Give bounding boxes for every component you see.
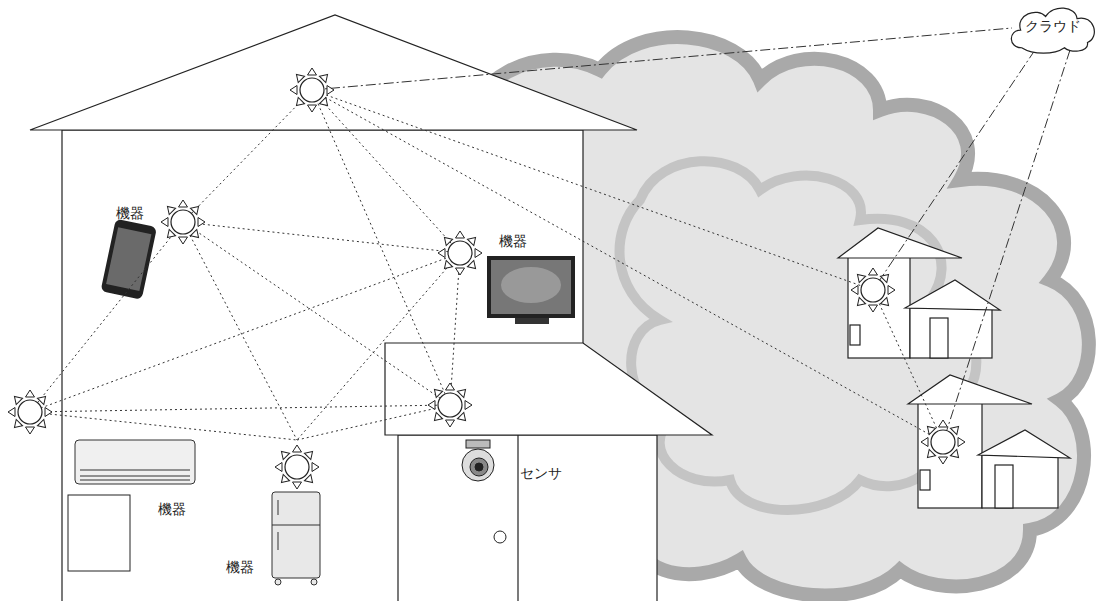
house-roof (30, 15, 637, 130)
cloud-node: クラウド (1006, 4, 1100, 54)
camera-sensor (462, 440, 494, 481)
device-label: 機器 (226, 560, 254, 574)
neighbor-house (838, 228, 1000, 358)
neighbor-house (908, 375, 1070, 508)
refrigerator (272, 492, 320, 585)
television (487, 256, 575, 324)
air-conditioner (75, 440, 195, 484)
device-label: センサ (520, 466, 562, 480)
porch-wall (398, 435, 657, 601)
door-knob (494, 531, 506, 543)
cloud-link (312, 28, 1070, 442)
wireless-link (30, 90, 943, 442)
device-label: 機器 (499, 234, 527, 248)
device-label: 機器 (116, 206, 144, 220)
device-label: 機器 (158, 502, 186, 516)
smartphone (101, 219, 157, 300)
cloud-label: クラウド (1025, 18, 1081, 36)
porch-roof (385, 343, 712, 435)
window (68, 495, 130, 571)
door-edge (517, 435, 518, 601)
